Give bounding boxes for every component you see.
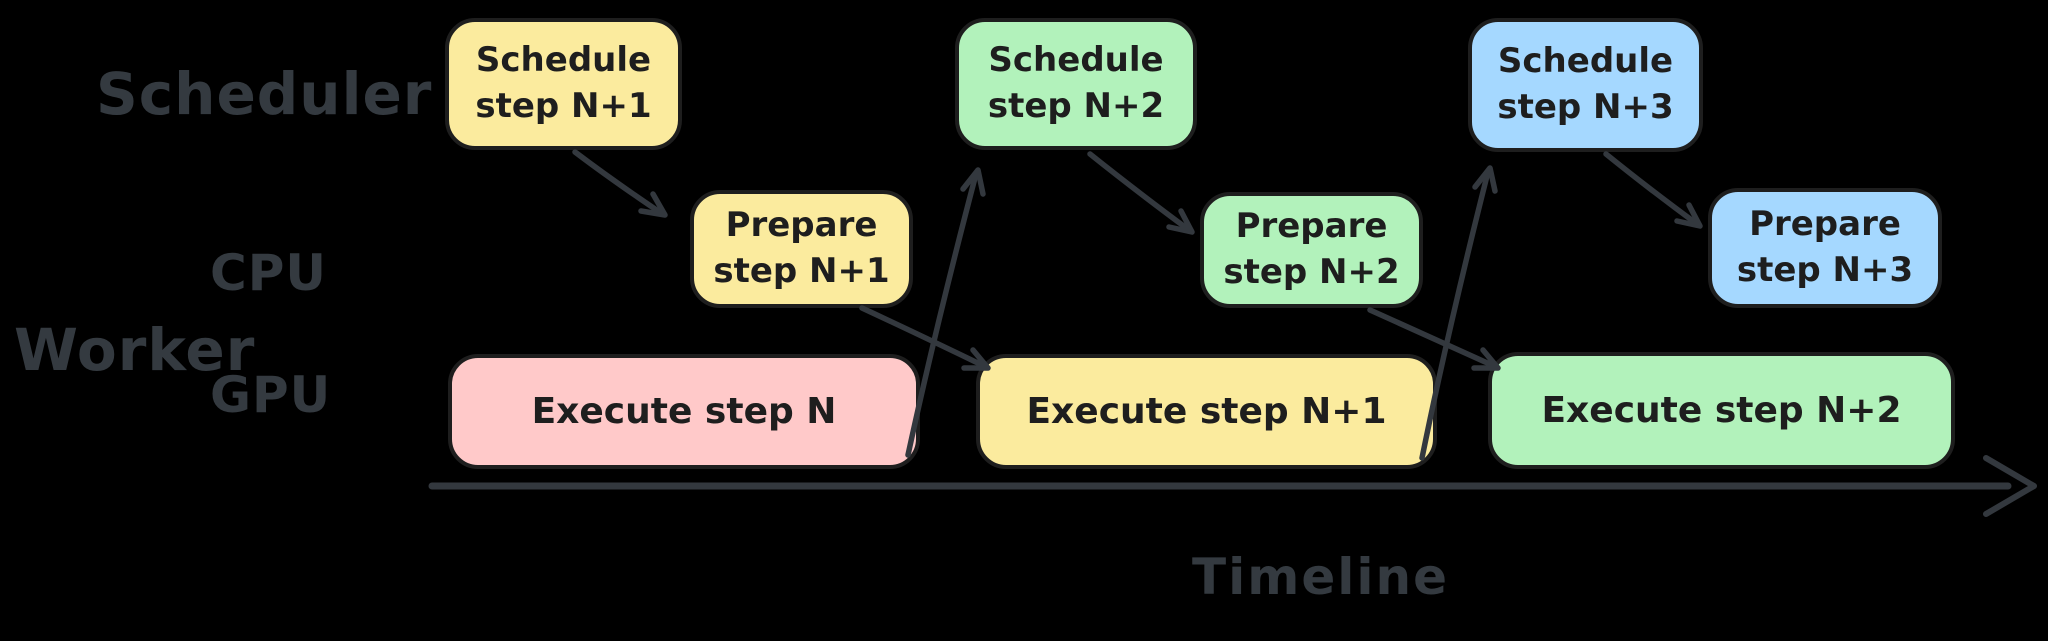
arrow-schedule-n1-to-prepare-n1 — [572, 149, 664, 216]
arrow-schedule-n2-to-prepare-n2 — [1087, 151, 1192, 233]
arrowhead-execute-n-to-schedule-n2 — [960, 167, 986, 197]
arrowhead-schedule-n1-to-prepare-n1 — [638, 191, 668, 218]
box-prepare-step-n3: Prepare step N+3 — [1708, 188, 1942, 308]
arrowhead-execute-n1-to-schedule-n3 — [1472, 165, 1498, 194]
box-prepare-step-n1: Prepare step N+1 — [690, 190, 913, 308]
box-execute-step-n2: Execute step N+2 — [1488, 352, 1955, 469]
box-schedule-step-n2: Schedule step N+2 — [955, 18, 1197, 150]
box-schedule-step-n1: Schedule step N+1 — [445, 18, 682, 150]
lane-label-gpu: GPU — [210, 366, 332, 424]
lane-label-cpu: CPU — [210, 244, 327, 302]
box-execute-step-n1: Execute step N+1 — [976, 354, 1437, 469]
box-execute-step-n: Execute step N — [448, 354, 920, 469]
arrowhead-schedule-n2-to-prepare-n2 — [1166, 208, 1195, 235]
arrowhead-schedule-n3-to-prepare-n3 — [1674, 202, 1703, 229]
lane-label-scheduler: Scheduler — [96, 60, 433, 128]
timeline-axis-arrowhead-icon — [1983, 455, 2037, 517]
box-schedule-step-n3: Schedule step N+3 — [1468, 18, 1703, 152]
lane-label-worker: Worker — [14, 316, 256, 384]
arrow-schedule-n3-to-prepare-n3 — [1603, 151, 1700, 227]
box-prepare-step-n2: Prepare step N+2 — [1200, 192, 1423, 308]
timeline-axis-label: Timeline — [1192, 548, 1450, 606]
